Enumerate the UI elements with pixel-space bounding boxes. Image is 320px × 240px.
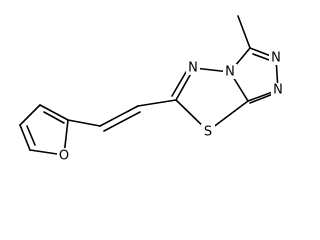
bond-vinyl-furan <box>67 119 101 127</box>
bond-c3-n2-double <box>252 53 273 62</box>
bond-n1-c7a-double <box>249 93 274 104</box>
atom-o: O <box>57 148 71 164</box>
bond-vinyl-double-inner <box>103 111 141 132</box>
bond-furan-c3-c2 <box>39 104 69 121</box>
atom-n-top: N <box>186 60 200 76</box>
molecule-structure: N N N N S O <box>19 15 285 164</box>
bond-c6-vinyl <box>137 99 177 107</box>
atom-n-right-bottom: N <box>271 83 285 98</box>
bond-furan-c4-c3 <box>19 104 41 126</box>
bond-methyl <box>237 15 251 49</box>
atom-n-right-top: N <box>269 50 283 66</box>
atom-label-n-right-bottom: N <box>273 83 283 98</box>
atom-n-bridge: N <box>223 64 237 80</box>
atom-label-s: S <box>204 125 212 140</box>
atom-label-n-bridge: N <box>225 65 235 80</box>
atom-s: S <box>201 124 215 140</box>
bond-furan-c5-c4-double <box>26 125 36 146</box>
bond-furan-c5-c4 <box>19 124 31 151</box>
bond-n5-c6-double <box>171 71 187 97</box>
bond-vinyl-double <box>99 105 139 127</box>
atom-label-n-right-top: N <box>271 51 281 66</box>
atom-label-n-top: N <box>188 61 198 76</box>
bond-furan-c3-c2-double <box>43 111 65 124</box>
atom-label-o: O <box>59 149 69 164</box>
